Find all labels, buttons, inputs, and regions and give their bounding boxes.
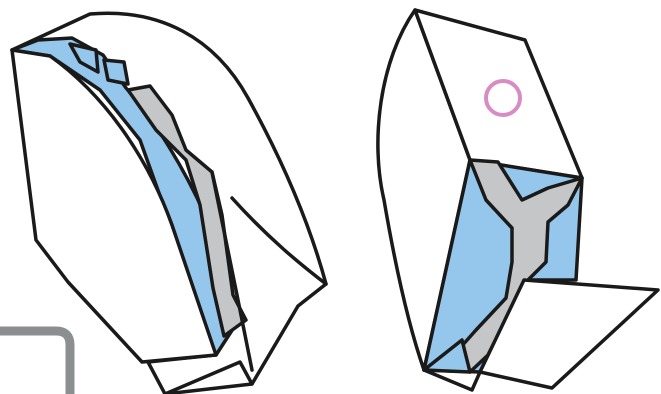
container-notch-2 — [104, 60, 128, 84]
curved-container — [12, 13, 326, 394]
box-with-flap — [378, 10, 658, 390]
frame-corner — [0, 331, 70, 394]
